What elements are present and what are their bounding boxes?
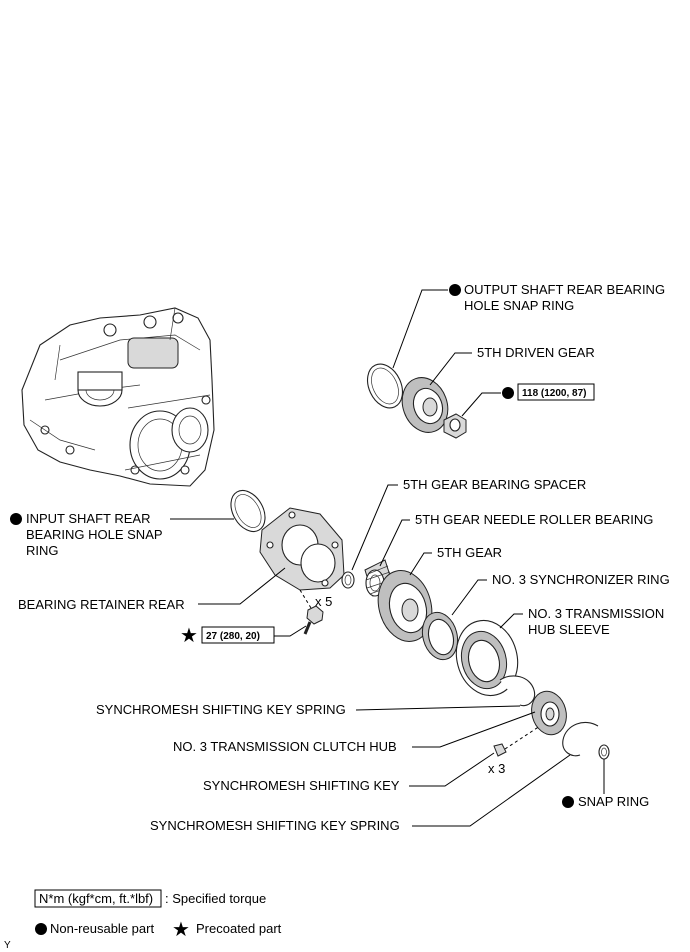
torque-box-nut: [517, 383, 595, 401]
bearing-retainer-rear: [259, 507, 345, 591]
input-shaft-snap-ring: [230, 489, 266, 533]
no3-clutch-hub: [531, 690, 567, 736]
input-snap-ring-label: INPUT SHAFT REAR: [26, 511, 150, 526]
key-spring-upper: [499, 675, 536, 707]
input-snap-ring-label-2: BEARING HOLE SNAP: [26, 527, 163, 542]
legend-precoated-star: ★: [172, 917, 190, 941]
bearing-retainer-label: BEARING RETAINER REAR: [18, 597, 185, 612]
fifth-gear-label: 5TH GEAR: [437, 545, 502, 560]
shifting-key: [493, 743, 507, 757]
key-quantity: x 3: [488, 761, 505, 776]
key-spring-label-2: SYNCHROMESH SHIFTING KEY SPRING: [150, 818, 400, 833]
fifth-needle-bearing-label: 5TH GEAR NEEDLE ROLLER BEARING: [415, 512, 653, 527]
torque-nut-value: 118 (1200, 87): [522, 388, 587, 399]
transmission-case: [21, 307, 215, 487]
no3-synchronizer-ring: [421, 611, 459, 661]
output-snap-ring-label: OUTPUT SHAFT REAR BEARING: [464, 282, 665, 297]
key-spring-lower: [562, 722, 599, 757]
legend-torque-box: [34, 889, 162, 908]
legend-non-reusable-text: Non-reusable part: [50, 921, 154, 936]
legend-torque-desc: : Specified torque: [165, 891, 266, 906]
non-reusable-mark-input: [10, 513, 22, 525]
fifth-gear-bearing-spacer: [341, 571, 355, 589]
clutch-hub-label: NO. 3 TRANSMISSION CLUTCH HUB: [173, 739, 397, 754]
locknut: [443, 413, 467, 439]
non-reusable-mark-nut: [502, 387, 514, 399]
torque-bolt-value: 27 (280, 20): [206, 631, 260, 642]
snap-ring: [598, 744, 610, 760]
non-reusable-mark-output: [449, 284, 461, 296]
fifth-driven-gear-label: 5TH DRIVEN GEAR: [477, 345, 595, 360]
no3-hub-sleeve-label: NO. 3 TRANSMISSION: [528, 606, 664, 621]
precoated-star-bolt: ★: [180, 623, 198, 647]
legend-torque-unit: N*m (kgf*cm, ft.*lbf): [39, 891, 153, 906]
no3-sync-ring-label: NO. 3 SYNCHRONIZER RING: [492, 572, 670, 587]
no3-hub-sleeve-label-2: HUB SLEEVE: [528, 622, 610, 637]
non-reusable-mark-snap: [562, 796, 574, 808]
torque-box-bolt: [201, 626, 275, 644]
fifth-gear: [377, 570, 433, 642]
bolt-quantity: x 5: [315, 594, 332, 609]
shifting-key-label: SYNCHROMESH SHIFTING KEY: [203, 778, 400, 793]
input-snap-ring-label-3: RING: [26, 543, 59, 558]
legend-non-reusable-icon: [35, 923, 47, 935]
fifth-bearing-spacer-label: 5TH GEAR BEARING SPACER: [403, 477, 586, 492]
output-snap-ring-label-2: HOLE SNAP RING: [464, 298, 574, 313]
no3-hub-sleeve: [455, 619, 519, 697]
fifth-driven-gear: [401, 377, 449, 433]
legend: N*m (kgf*cm, ft.*lbf) : Specified torque…: [34, 889, 282, 941]
key-spring-label-1: SYNCHROMESH SHIFTING KEY SPRING: [96, 702, 346, 717]
retainer-bolt: [303, 605, 324, 635]
legend-precoated-text: Precoated part: [196, 921, 282, 936]
snap-ring-label: SNAP RING: [578, 794, 649, 809]
corner-mark: Y: [4, 940, 11, 951]
output-shaft-snap-ring: [366, 363, 404, 409]
